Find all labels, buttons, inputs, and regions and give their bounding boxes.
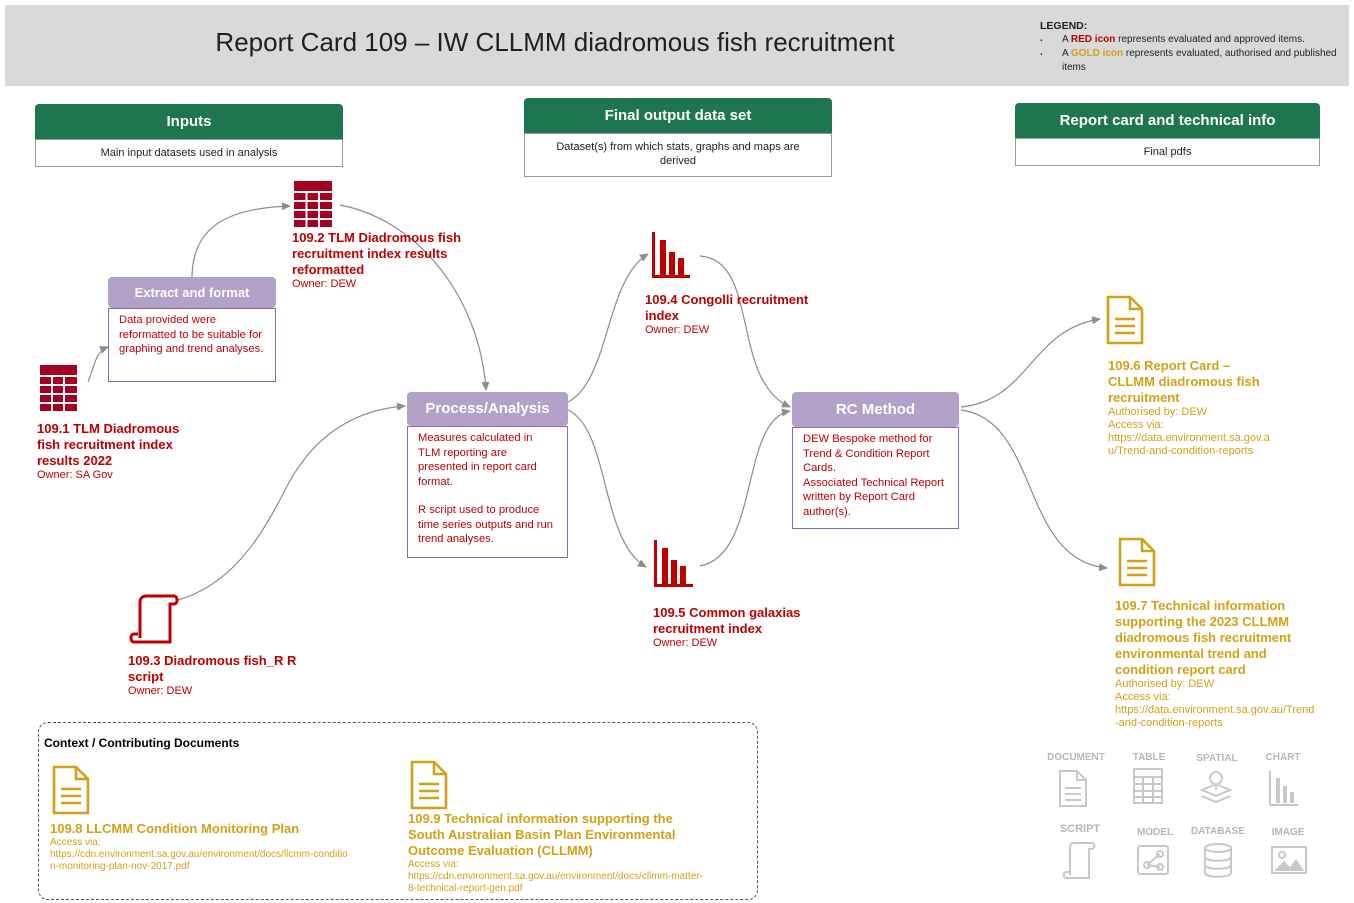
doc-109-8: 109.8 LLCMM Condition Monitoring Plan Ac… bbox=[50, 821, 350, 873]
title-banner bbox=[5, 5, 1349, 86]
context-title: Context / Contributing Documents bbox=[44, 736, 240, 750]
item-109-7-authorised: Authorised by: DEW bbox=[1115, 678, 1215, 690]
item-109-7-title: 109.7 Technical information supporting t… bbox=[1115, 598, 1292, 677]
report-header: Report card and technical info bbox=[1015, 103, 1320, 138]
connector-lines bbox=[87, 202, 1108, 601]
script-icon bbox=[129, 594, 179, 644]
document-icon bbox=[410, 760, 448, 810]
spatial-icon bbox=[1199, 771, 1233, 804]
connector-1093-analysis bbox=[177, 402, 406, 601]
item-109-1: 109.1 TLM Diadromous fish recruitment in… bbox=[37, 421, 202, 482]
item-109-4-title: 109.4 Congolli recruitment index bbox=[645, 292, 809, 323]
doc-109-8-link[interactable]: https://cdn.environment.sa.gov.au/enviro… bbox=[50, 849, 348, 872]
item-109-2-owner: Owner: DEW bbox=[292, 278, 357, 290]
item-109-2: 109.2 TLM Diadromous fish recruitment in… bbox=[292, 230, 482, 291]
doc-109-8-title: 109.8 LLCMM Condition Monitoring Plan bbox=[50, 821, 300, 836]
item-109-7-access: Access via: bbox=[1115, 691, 1171, 703]
key-label-table: TABLE bbox=[1132, 752, 1166, 763]
item-109-3-owner: Owner: DEW bbox=[128, 685, 193, 697]
document-icon bbox=[1059, 770, 1087, 807]
key-label-database: DATABASE bbox=[1190, 826, 1246, 837]
doc-109-9-title: 109.9 Technical information supporting t… bbox=[408, 811, 676, 858]
connector-analysis-1095 bbox=[567, 409, 647, 568]
context-documents-box bbox=[38, 722, 758, 900]
item-109-6-link[interactable]: https://data.environment.sa.gov.au/Trend… bbox=[1108, 432, 1270, 457]
icon-key bbox=[1059, 768, 1307, 879]
extract-format-header: Extract and format bbox=[108, 277, 276, 308]
table-icon bbox=[40, 365, 77, 411]
item-109-3: 109.3 Diadromous fish_R R script Owner: … bbox=[128, 653, 300, 698]
item-109-5: 109.5 Common galaxias recruitment index … bbox=[653, 605, 818, 650]
process-analysis-desc: Measures calculated in TLM reporting are… bbox=[407, 426, 568, 558]
connector-1091-extract bbox=[87, 346, 109, 383]
item-109-6-authorised: Authorised by: DEW bbox=[1108, 406, 1208, 418]
inputs-header: Inputs bbox=[35, 104, 343, 139]
doc-109-8-access: Access via: bbox=[50, 837, 101, 848]
page-title: Report Card 109 – IW CLLMM diadromous fi… bbox=[215, 27, 895, 57]
rc-method-desc-1: DEW Bespoke method for Trend & Condition… bbox=[803, 433, 933, 474]
item-109-6-access: Access via: bbox=[1108, 419, 1164, 431]
bullet-icon: . bbox=[1040, 47, 1043, 58]
key-label-model: MODEL bbox=[1136, 827, 1174, 838]
output-subtitle: Dataset(s) from which stats, graphs and … bbox=[524, 133, 832, 177]
key-label-spatial: SPATIAL bbox=[1196, 753, 1238, 764]
rc-method-desc-2: Associated Technical Report written by R… bbox=[803, 476, 944, 518]
process-analysis-desc-2: R script used to produce time series out… bbox=[418, 504, 553, 545]
item-109-3-title: 109.3 Diadromous fish_R R script bbox=[128, 653, 297, 684]
rc-method-header: RC Method bbox=[792, 392, 959, 427]
key-label-script: SCRIPT bbox=[1059, 823, 1101, 835]
doc-109-9-link[interactable]: https://cdn.environment.sa.gov.au/enviro… bbox=[408, 871, 703, 894]
script-icon bbox=[1062, 842, 1096, 879]
item-109-7-link[interactable]: https://data.environment.sa.gov.au/Trend… bbox=[1115, 704, 1315, 729]
item-109-6: 109.6 Report Card – CLLMM diadromous fis… bbox=[1108, 358, 1278, 458]
chart-icon bbox=[652, 232, 690, 278]
key-label-chart: CHART bbox=[1265, 752, 1301, 763]
chart-icon bbox=[654, 540, 693, 587]
report-subtitle: Final pdfs bbox=[1015, 138, 1320, 166]
legend-item-gold: .A GOLD icon represents evaluated, autho… bbox=[1040, 47, 1337, 73]
table-icon bbox=[1133, 768, 1163, 804]
process-analysis-header: Process/Analysis bbox=[407, 392, 568, 426]
legend-gold-text: GOLD icon bbox=[1070, 48, 1124, 59]
item-109-2-title: 109.2 TLM Diadromous fish recruitment in… bbox=[292, 230, 462, 277]
doc-109-9: 109.9 Technical information supporting t… bbox=[408, 811, 708, 895]
database-icon bbox=[1204, 843, 1232, 878]
bullet-icon: . bbox=[1040, 33, 1043, 44]
document-icon bbox=[1118, 537, 1156, 587]
model-icon bbox=[1137, 845, 1169, 875]
key-label-image: IMAGE bbox=[1271, 827, 1305, 838]
extract-format-desc: Data provided were reformatted to be sui… bbox=[108, 308, 276, 382]
legend-red-text: RED icon bbox=[1070, 34, 1116, 45]
document-icon bbox=[52, 765, 90, 815]
item-109-6-title: 109.6 Report Card – CLLMM diadromous fis… bbox=[1108, 358, 1260, 405]
item-109-5-title: 109.5 Common galaxias recruitment index bbox=[653, 605, 801, 636]
item-109-4-owner: Owner: DEW bbox=[645, 324, 710, 336]
output-header: Final output data set bbox=[524, 98, 832, 133]
rc-method-desc: DEW Bespoke method for Trend & Condition… bbox=[792, 427, 959, 529]
legend-item-red: .A RED icon represents evaluated and app… bbox=[1040, 33, 1305, 45]
item-109-1-title: 109.1 TLM Diadromous fish recruitment in… bbox=[37, 421, 180, 468]
connector-rc-1097 bbox=[960, 409, 1108, 572]
connector-rc-1096 bbox=[960, 316, 1101, 408]
legend: LEGEND: .A RED icon represents evaluated… bbox=[1040, 19, 1345, 75]
process-analysis-desc-1: Measures calculated in TLM reporting are… bbox=[418, 432, 537, 488]
connector-analysis-1094 bbox=[567, 253, 649, 403]
chart-icon bbox=[1269, 771, 1298, 806]
legend-title: LEGEND: bbox=[1040, 20, 1088, 32]
connector-1095-rc bbox=[699, 408, 791, 567]
doc-109-9-access: Access via: bbox=[408, 859, 459, 870]
connector-1094-rc bbox=[699, 255, 791, 408]
connector-1092-analysis bbox=[339, 204, 490, 391]
key-label-document: DOCUMENT bbox=[1047, 752, 1105, 763]
item-109-1-owner: Owner: SA Gov bbox=[37, 469, 113, 481]
inputs-subtitle: Main input datasets used in analysis bbox=[35, 139, 343, 167]
connector-extract-1092 bbox=[191, 202, 291, 279]
item-109-7: 109.7 Technical information supporting t… bbox=[1115, 598, 1315, 730]
item-109-5-owner: Owner: DEW bbox=[653, 637, 718, 649]
item-109-4: 109.4 Congolli recruitment index Owner: … bbox=[645, 292, 835, 337]
image-icon bbox=[1271, 846, 1307, 874]
document-icon bbox=[1106, 295, 1144, 345]
table-icon bbox=[294, 181, 332, 227]
